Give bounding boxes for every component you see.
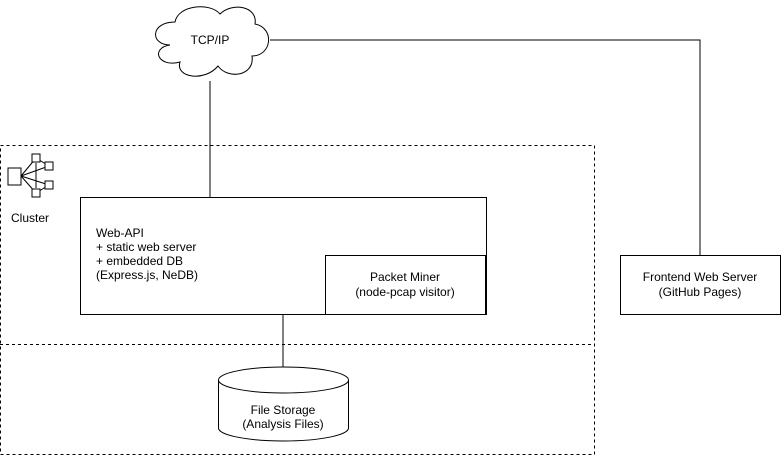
- connector-cloud-to-frontend: [270, 39, 701, 255]
- cloud-label: TCP/IP: [191, 33, 230, 47]
- tcp-ip-cloud: [155, 6, 270, 77]
- frontend-line-1: Frontend Web Server: [643, 270, 758, 284]
- cluster-label: Cluster: [11, 211, 49, 225]
- file-storage-line-2: (Analysis Files): [242, 417, 323, 431]
- web-api-line-4: (Express.js, NeDB): [96, 268, 198, 282]
- web-api-line-2: + static web server: [96, 240, 196, 254]
- web-api-line-3: + embedded DB: [96, 254, 183, 268]
- file-storage-cylinder: [218, 366, 349, 442]
- packet-miner-line-1: Packet Miner: [370, 270, 440, 284]
- network-cluster-icon: [7, 153, 54, 198]
- web-api-line-1: Web-API: [96, 226, 144, 240]
- frontend-server-box: [620, 255, 781, 315]
- file-storage-line-1: File Storage: [251, 403, 316, 417]
- packet-miner-box: [325, 255, 486, 315]
- packet-miner-line-2: (node-pcap visitor): [355, 285, 454, 299]
- frontend-line-2: (GitHub Pages): [659, 285, 742, 299]
